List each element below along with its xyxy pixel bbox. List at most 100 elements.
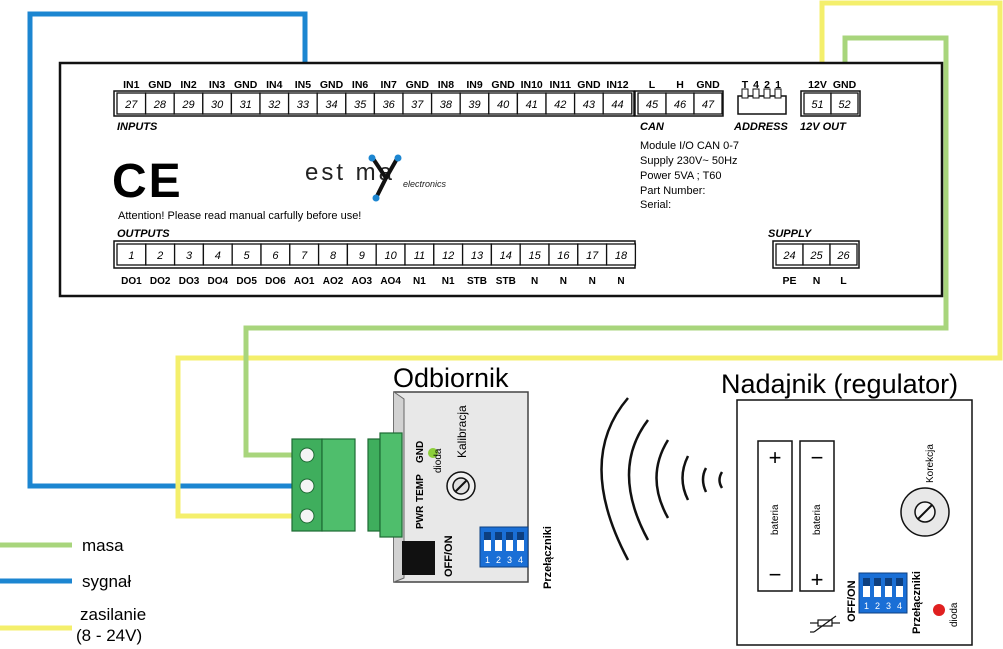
supply-terminal-number: 24: [782, 250, 795, 262]
input-terminal-label: IN4: [266, 79, 283, 91]
supply-terminal-number: 26: [836, 250, 850, 262]
info-line-2: Supply 230V~ 50Hz: [640, 155, 738, 167]
input-terminal-number: 27: [124, 99, 138, 111]
input-terminal-number: 37: [411, 99, 424, 111]
outputs-label: OUTPUTS: [117, 228, 170, 240]
output-terminal-label: DO6: [265, 276, 286, 287]
battery-left-label: bateria: [770, 504, 781, 535]
legend-sygnal: sygnał: [82, 572, 131, 591]
output-terminal-label: N: [617, 276, 624, 287]
output-terminal-label: AO3: [352, 276, 373, 287]
dip-toggle[interactable]: [863, 578, 870, 597]
dip-number: 3: [507, 555, 512, 565]
radio-wave-icon: [600, 397, 724, 561]
input-terminal-label: GND: [406, 79, 430, 91]
inputs-label: INPUTS: [117, 121, 158, 133]
dip-toggle[interactable]: [495, 532, 502, 551]
info-line-5: Serial:: [640, 199, 671, 211]
output-terminal-label: AO1: [294, 276, 315, 287]
output-terminal-number: 16: [557, 250, 570, 262]
dip-toggle[interactable]: [484, 532, 491, 551]
address-label: 2: [764, 79, 770, 91]
output-terminal-number: 4: [215, 250, 221, 262]
output-terminal-number: 11: [414, 250, 425, 262]
svg-text:−: −: [769, 562, 782, 587]
output-terminal-label: STB: [467, 276, 487, 287]
output-terminal-label: DO5: [236, 276, 257, 287]
output-terminal-number: 6: [272, 250, 279, 262]
dip-number: 2: [496, 555, 501, 565]
receiver-switches-label: Przełączniki: [542, 526, 554, 589]
dip-number: 4: [518, 555, 523, 565]
out12-terminal-label: 12V: [808, 79, 827, 91]
output-terminal-number: 3: [186, 250, 193, 262]
can-terminal-label: GND: [696, 79, 720, 91]
input-terminal-label: GND: [577, 79, 601, 91]
legend-masa: masa: [82, 536, 124, 555]
dip-toggle[interactable]: [885, 578, 892, 597]
input-terminal-label: IN2: [180, 79, 197, 91]
receiver-calibration-knob[interactable]: [446, 471, 476, 501]
info-line-4: Part Number:: [640, 185, 705, 197]
can-terminal-label: H: [676, 79, 684, 91]
output-terminal-label: N: [531, 276, 538, 287]
info-line-3: Power 5VA ; T60: [640, 170, 722, 182]
address-label: ADDRESS: [733, 121, 788, 133]
can-terminal-number: 47: [702, 99, 715, 111]
output-terminal-label: DO1: [121, 276, 142, 287]
output-terminal-number: 15: [528, 250, 541, 262]
input-terminal-label: IN1: [123, 79, 140, 91]
input-terminal-label: GND: [234, 79, 258, 91]
dip-toggle[interactable]: [874, 578, 881, 597]
address-label: T: [742, 79, 749, 91]
can-terminal-number: 46: [674, 99, 687, 111]
address-switch: [737, 88, 787, 115]
input-terminal-number: 39: [468, 99, 480, 111]
attention-note: Attention! Please read manual carfully b…: [118, 210, 361, 222]
receiver-title: Odbiornik: [393, 363, 509, 393]
svg-text:−: −: [811, 445, 824, 470]
dip-toggle[interactable]: [896, 578, 903, 597]
output-terminal-label: DO3: [179, 276, 200, 287]
dip-toggle[interactable]: [517, 532, 524, 551]
receiver-led: [428, 448, 438, 458]
address-label: 1: [775, 79, 781, 91]
output-terminal-number: 13: [471, 250, 484, 262]
input-terminal-label: IN11: [549, 79, 571, 91]
receiver-terminal-left: [291, 438, 356, 532]
output-terminal-label: DO4: [208, 276, 229, 287]
can-label: CAN: [640, 121, 665, 133]
dip-toggle[interactable]: [506, 532, 513, 551]
input-terminal-44: [602, 92, 633, 115]
input-terminal-label: IN10: [521, 79, 543, 91]
dip-number: 2: [875, 601, 880, 611]
transmitter-offon-label: OFF/ON: [846, 580, 858, 622]
output-terminal-number: 8: [330, 250, 337, 262]
output-terminal-label: N1: [442, 276, 455, 287]
output-terminal-number: 14: [500, 250, 512, 262]
info-line-1: Module I/O CAN 0-7: [640, 140, 739, 152]
supply-terminal-label: PE: [782, 275, 796, 287]
receiver-pwr-button[interactable]: [402, 541, 435, 575]
brand-sub: electronics: [403, 179, 447, 189]
battery-right: − + bateria: [799, 440, 835, 592]
estyma-logo: est ma electronics: [305, 154, 447, 202]
input-terminal-label: IN9: [466, 79, 483, 91]
supply-terminal-26: [829, 243, 858, 266]
transmitter-title: Nadajnik (regulator): [721, 369, 958, 399]
input-terminal-number: 42: [554, 99, 566, 111]
output-terminal-number: 1: [128, 250, 134, 262]
output-terminal-label: STB: [496, 276, 516, 287]
out12-terminal-number: 52: [838, 99, 850, 111]
input-terminal-label: GND: [148, 79, 172, 91]
output-terminal-label: N1: [413, 276, 426, 287]
input-terminal-number: 40: [497, 99, 510, 111]
can-terminal-47: [693, 92, 723, 115]
wire-signal: [27, 11, 308, 489]
korekcja-knob[interactable]: [900, 487, 950, 537]
transmitter-switches-label: Przełączniki: [911, 571, 923, 634]
dip-number: 3: [886, 601, 891, 611]
